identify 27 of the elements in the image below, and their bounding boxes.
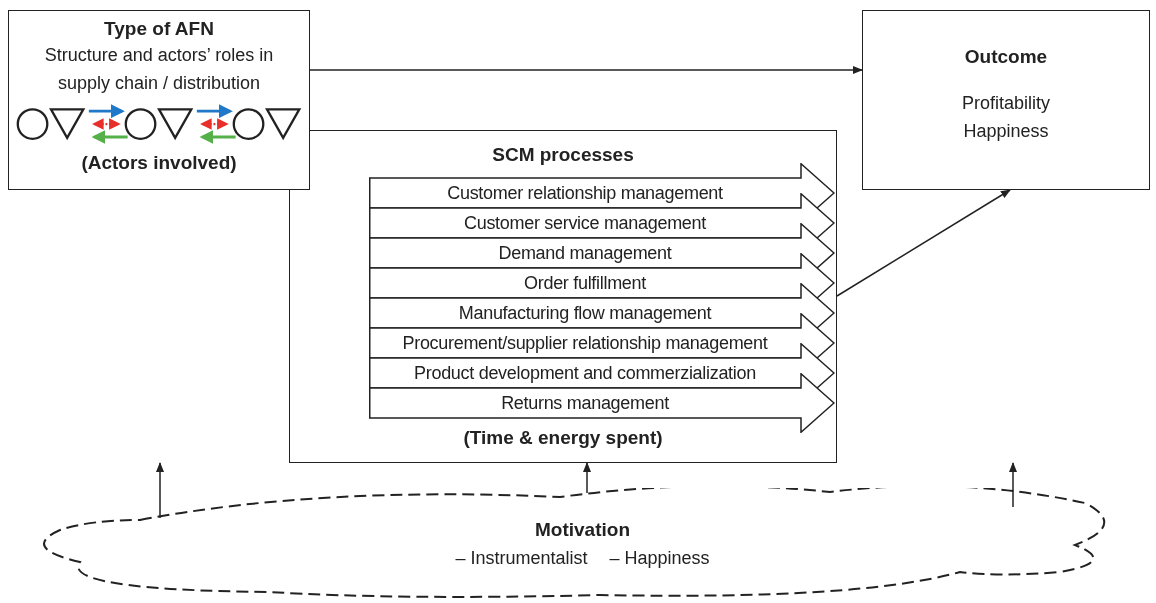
box-heading: Outcome	[963, 45, 1049, 69]
process-label: Product development and commerzialization	[413, 362, 757, 385]
box-footer: (Time & energy spent)	[290, 426, 836, 450]
arrow	[1009, 462, 1017, 508]
arrow	[836, 189, 1011, 297]
arrow	[156, 462, 164, 519]
arrow	[309, 66, 863, 74]
arrow	[583, 462, 591, 494]
box-heading: Type of AFN	[103, 17, 215, 41]
outcome-item: Profitability	[961, 92, 1051, 115]
category-box	[8, 10, 310, 190]
box-description: Structure and actors’ roles in supply chain / distribution	[43, 44, 275, 95]
process-label: Order fulfillment	[523, 272, 647, 295]
process-label: Procurement/supplier relationship management	[401, 332, 769, 355]
outcome-item: Happiness	[962, 120, 1050, 143]
process-label: Returns management	[500, 392, 670, 415]
cloud-heading: Motivation	[534, 518, 631, 542]
process-label: Customer relationship management	[446, 182, 724, 205]
process-label: Manufacturing flow management	[457, 302, 713, 325]
process-label: Demand management	[497, 242, 673, 265]
box-heading: SCM processes	[491, 143, 635, 167]
box-footer: (Actors involved)	[9, 151, 309, 175]
outcome-box	[862, 10, 1150, 190]
process-group-box	[289, 130, 837, 463]
cloud-item: – Happiness	[609, 547, 710, 570]
cloud-item: – Instrumentalist	[455, 547, 588, 570]
process-label: Customer service management	[463, 212, 707, 235]
